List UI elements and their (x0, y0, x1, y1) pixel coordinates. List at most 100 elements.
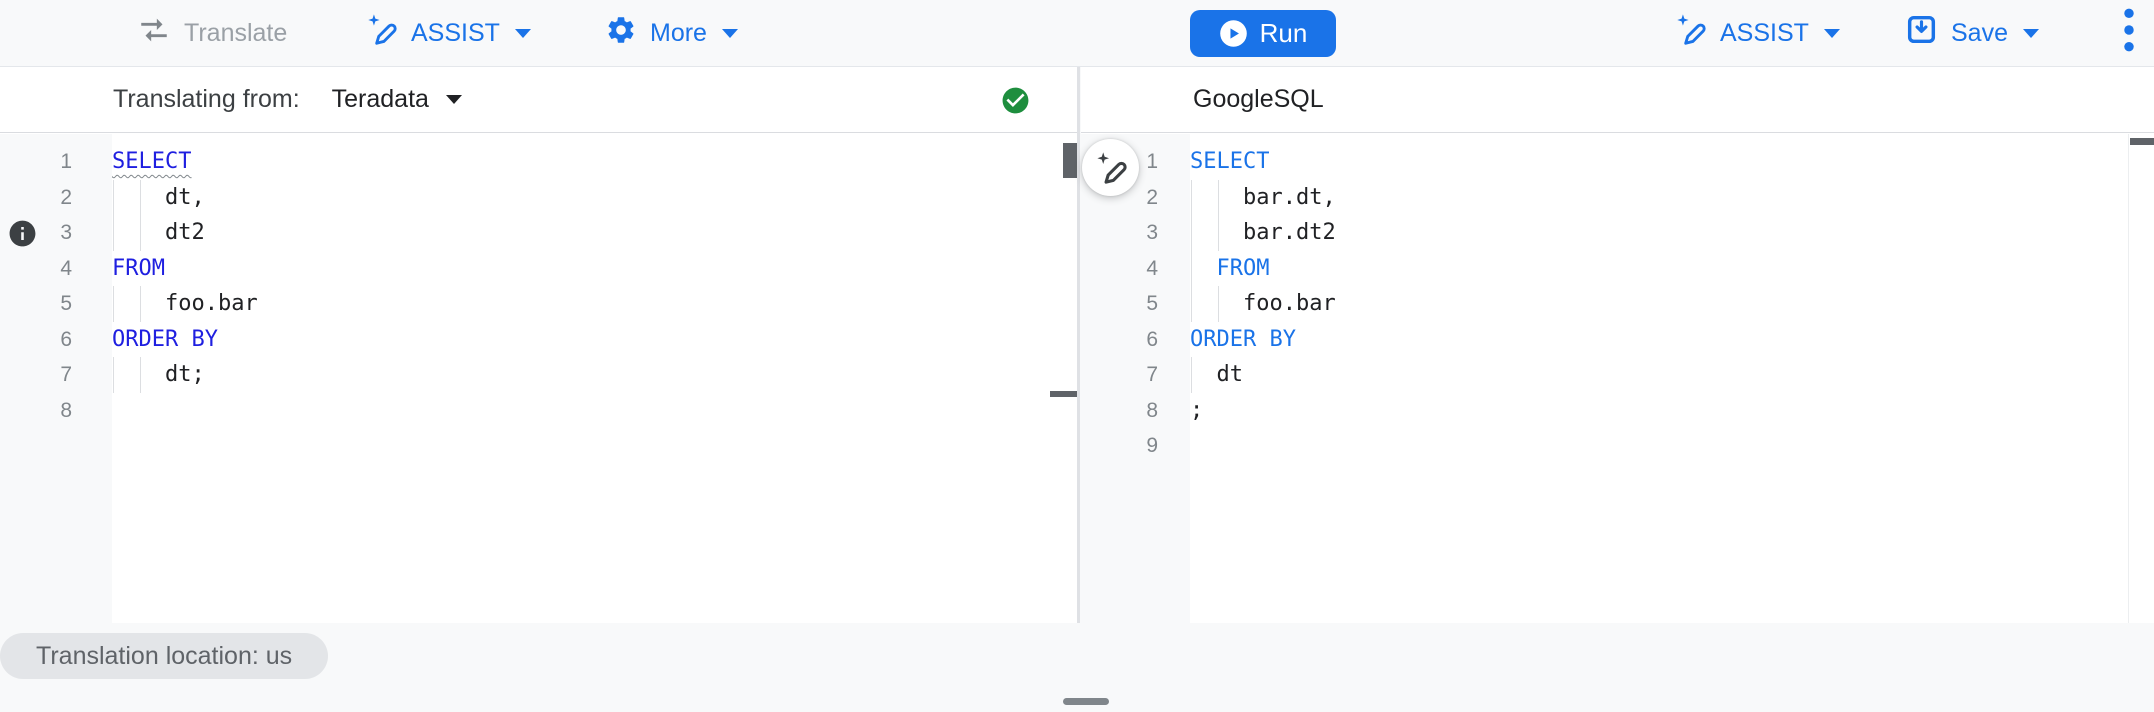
line-number: 4 (1146, 256, 1158, 280)
indent-guide (113, 357, 114, 393)
code-text: dt, (112, 185, 205, 210)
code-line[interactable]: ORDER BY (1190, 322, 2128, 358)
code-line[interactable]: ; (1190, 393, 2128, 429)
source-horizontal-scrollbar-thumb[interactable] (1050, 391, 1077, 397)
sql-token: ; (1190, 397, 1204, 423)
code-line[interactable]: bar.dt2 (1190, 215, 2128, 251)
code-text: FROM (112, 256, 165, 281)
chevron-down-icon (514, 28, 531, 38)
validation-check-icon (1000, 85, 1031, 116)
code-line[interactable]: FROM (1190, 250, 2128, 286)
indent-guide (1217, 179, 1219, 215)
line-number: 5 (60, 292, 72, 315)
translate-label: Translate (184, 18, 288, 47)
pen-sparkle-icon (1094, 151, 1128, 185)
sql-token: dt; (164, 362, 205, 387)
indent-guide (1191, 179, 1192, 215)
indent-guide (1217, 286, 1219, 322)
more-label: More (650, 18, 707, 47)
indent-guide (113, 286, 114, 322)
save-menu-button[interactable]: Save (1905, 0, 2039, 66)
line-number: 7 (1146, 363, 1158, 386)
code-line[interactable]: dt2 (112, 215, 1050, 251)
target-scrollbar-thumb[interactable] (2130, 138, 2154, 145)
line-number: 1 (1146, 150, 1158, 173)
run-button[interactable]: Run (1190, 10, 1336, 57)
code-line[interactable] (112, 393, 1050, 429)
code-text: dt; (112, 362, 205, 387)
assist-menu-button[interactable]: ASSIST (365, 0, 531, 66)
indent-guide (1191, 250, 1192, 286)
code-text: ORDER BY (1190, 327, 1296, 352)
source-dialect-dropdown[interactable]: Teradata (332, 85, 462, 114)
sql-token: bar.dt, (1242, 184, 1336, 210)
code-text: bar.dt2 (1190, 220, 1336, 245)
code-line[interactable]: bar.dt, (1190, 179, 2128, 215)
more-menu-button[interactable]: More (605, 0, 738, 66)
gear-icon (605, 14, 637, 53)
translating-from-label: Translating from: (113, 85, 300, 113)
indent-guide (139, 215, 141, 251)
code-text: foo.bar (112, 291, 258, 316)
code-text: foo.bar (1190, 291, 1336, 316)
sql-token: dt2 (164, 220, 205, 245)
code-line[interactable]: SELECT (1190, 144, 2128, 180)
code-line[interactable]: SELECT (112, 144, 1050, 180)
code-line[interactable]: dt; (112, 357, 1050, 393)
chevron-down-icon (445, 95, 462, 104)
code-text: bar.dt, (1190, 185, 1336, 210)
assist-menu-button-right[interactable]: ASSIST (1674, 0, 1840, 66)
line-number: 4 (60, 256, 72, 280)
indent-guide (113, 215, 114, 251)
page-horizontal-scrollbar-thumb[interactable] (1063, 698, 1109, 705)
target-scrollbar-track (2128, 134, 2129, 623)
kebab-vertical-icon (2112, 5, 2146, 62)
sql-token: bar.dt2 (1242, 220, 1336, 245)
code-line[interactable]: foo.bar (1190, 286, 2128, 322)
run-label: Run (1259, 18, 1308, 48)
floating-assist-button[interactable] (1082, 139, 1139, 196)
indent-guide (1191, 215, 1192, 251)
source-vertical-scrollbar-thumb[interactable] (1063, 143, 1077, 178)
line-number: 3 (1146, 221, 1158, 244)
code-line[interactable]: ORDER BY (112, 322, 1050, 358)
translate-button[interactable]: Translate (137, 0, 287, 66)
line-number: 7 (60, 363, 72, 386)
line-number: 6 (1146, 327, 1158, 351)
sql-token: foo.bar (164, 291, 258, 316)
indent-guide (139, 179, 141, 215)
code-text: SELECT (112, 149, 191, 174)
line-number: 8 (1146, 398, 1158, 422)
info-icon[interactable] (7, 218, 38, 249)
code-text: ; (1190, 398, 1203, 423)
indent-guide (139, 357, 141, 393)
source-dialect-value: Teradata (331, 85, 429, 113)
sql-keyword: ORDER BY (1190, 326, 1296, 352)
code-line[interactable]: foo.bar (112, 286, 1050, 322)
code-line[interactable] (1190, 428, 2128, 464)
assist-label: ASSIST (1720, 18, 1809, 47)
sql-keyword: FROM (1216, 255, 1270, 281)
code-line[interactable]: dt (1190, 357, 2128, 393)
code-line[interactable]: FROM (112, 251, 1050, 287)
code-line[interactable]: dt, (112, 179, 1050, 215)
line-number: 1 (60, 150, 72, 173)
assist-label: ASSIST (411, 18, 500, 47)
sql-token: dt, (164, 184, 205, 210)
line-number: 2 (60, 185, 72, 209)
line-number: 2 (1146, 185, 1158, 209)
indent-guide (113, 179, 114, 215)
indent-guide (1217, 215, 1219, 251)
sql-keyword: ORDER BY (112, 326, 218, 352)
overflow-menu-button[interactable] (2112, 0, 2146, 66)
sql-keyword: SELECT (112, 149, 192, 174)
sql-token: foo.bar (1242, 291, 1336, 316)
code-text: FROM (1190, 255, 1270, 281)
